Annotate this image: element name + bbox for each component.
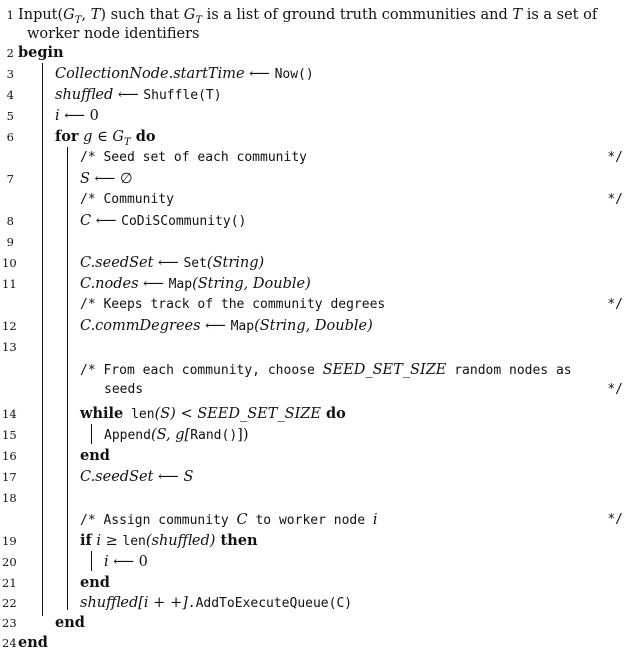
line-14: 14 while len(S) < SEED_SET_SIZE do — [0, 403, 633, 425]
line-5: 5 i ⟵ 0 — [0, 105, 633, 127]
line-number: 14 — [2, 407, 17, 421]
while-statement: while len(S) < SEED_SET_SIZE do — [80, 405, 346, 422]
line-number: 13 — [2, 340, 17, 354]
line-16: 16 end — [0, 445, 633, 467]
line-15: 15 Append(S, g[Rand()]) — [0, 424, 633, 446]
add-to-execute-queue: .AddToExecuteQueue(C) — [187, 596, 353, 611]
statement: S ⟵ ∅ — [80, 171, 133, 187]
line-10: 10 C.seedSet ⟵ Set(String) — [0, 252, 633, 274]
statement: C.seedSet ⟵ S — [80, 469, 194, 485]
input-line: 1 Input(GT, T) such that GT is a list of… — [0, 4, 633, 26]
keyword-end: end — [55, 614, 85, 631]
comment-end: */ — [607, 512, 623, 527]
comment-line: /* Assign community C to worker node i *… — [0, 509, 633, 531]
line-number: 7 — [6, 172, 14, 186]
line-number: 5 — [6, 109, 14, 123]
statement: Append(S, g[Rand()]) — [104, 427, 249, 443]
line-number: 2 — [6, 46, 14, 60]
comment-text: /* From each community, choose SEED_SET_… — [80, 362, 572, 378]
statement: C.commDegrees ⟵ Map(String, Double) — [80, 318, 373, 334]
comment-end: */ — [607, 382, 623, 397]
keyword-begin: begin — [18, 44, 64, 61]
line-number: 18 — [2, 491, 17, 505]
if-statement: if i ≥ len(shuffled) then — [80, 532, 258, 549]
line-11: 11 C.nodes ⟵ Map(String, Double) — [0, 273, 633, 295]
line-number: 20 — [2, 555, 17, 569]
comment-text: /* Community — [80, 192, 174, 207]
line-number: 9 — [6, 235, 14, 249]
comment-text: /* Seed set of each community — [80, 150, 307, 165]
line-13: 13 — [0, 336, 633, 358]
input-line-continued: worker node identifiers — [0, 23, 633, 45]
statement: shuffled[i + +].AddToExecuteQueue(C) — [80, 592, 352, 615]
if-block-bar — [91, 551, 92, 571]
comment-text: /* Keeps track of the community degrees — [80, 297, 386, 312]
input-text: Input(GT, T) such that GT is a list of g… — [18, 7, 598, 26]
line-17: 17 C.seedSet ⟵ S — [0, 466, 633, 488]
statement: CollectionNode.startTime ⟵ Now() — [55, 66, 314, 82]
comment-line: /* Community */ — [0, 189, 633, 211]
line-number: 22 — [2, 596, 17, 610]
line-18: 18 — [0, 487, 633, 509]
line-7: 7 S ⟵ ∅ — [0, 168, 633, 190]
keyword-end: end — [80, 574, 110, 591]
line-23: 23 end — [0, 612, 633, 634]
line-4: 4 shuffled ⟵ Shuffle(T) — [0, 84, 633, 106]
line-2: 2 begin — [0, 42, 633, 64]
keyword-end: end — [18, 634, 48, 651]
line-number: 24 — [2, 636, 17, 650]
statement: C ⟵ CoDiSCommunity() — [80, 213, 247, 229]
comment-line-continued: seeds */ — [0, 379, 633, 401]
line-number: 23 — [2, 616, 17, 630]
line-8: 8 C ⟵ CoDiSCommunity() — [0, 210, 633, 232]
line-number: 11 — [2, 277, 17, 291]
begin-block-bar — [42, 63, 43, 616]
comment-end: */ — [607, 192, 623, 207]
statement: shuffled ⟵ Shuffle(T) — [55, 87, 222, 103]
for-block-bar — [67, 147, 68, 610]
statement: C.nodes ⟵ Map(String, Double) — [80, 276, 311, 292]
line-number: 19 — [2, 534, 17, 548]
comment-line: /* Seed set of each community */ — [0, 147, 633, 169]
shuffled-index: shuffled[i + +] — [80, 595, 188, 611]
line-number: 15 — [2, 428, 17, 442]
line-number: 17 — [2, 470, 17, 484]
input-text-cont: worker node identifiers — [27, 26, 200, 42]
while-block-bar — [91, 424, 92, 444]
line-number: 10 — [2, 256, 17, 270]
comment-text: /* Assign community C to worker node i — [80, 512, 378, 528]
line-12: 12 C.commDegrees ⟵ Map(String, Double) — [0, 315, 633, 337]
comment-line: /* Keeps track of the community degrees … — [0, 294, 633, 316]
comment-text: seeds — [104, 382, 144, 397]
line-number: 12 — [2, 319, 17, 333]
line-number: 3 — [6, 67, 14, 81]
keyword-end: end — [80, 447, 110, 464]
line-number: 21 — [2, 576, 17, 590]
statement: i ⟵ 0 — [55, 108, 99, 124]
line-number: 16 — [2, 449, 17, 463]
line-6: 6 for g ∈ GT do — [0, 126, 633, 148]
line-number: 8 — [6, 214, 14, 228]
line-number: 1 — [6, 8, 14, 22]
line-19: 19 if i ≥ len(shuffled) then — [0, 530, 633, 552]
line-3: 3 CollectionNode.startTime ⟵ Now() — [0, 63, 633, 85]
line-number: 4 — [6, 88, 14, 102]
line-21: 21 end — [0, 572, 633, 594]
line-9: 9 — [0, 231, 633, 253]
comment-end: */ — [607, 297, 623, 312]
comment-end: */ — [607, 150, 623, 165]
for-statement: for g ∈ GT do — [55, 128, 156, 148]
statement: i ⟵ 0 — [104, 554, 148, 570]
line-20: 20 i ⟵ 0 — [0, 551, 633, 573]
line-number: 6 — [6, 130, 14, 144]
statement: C.seedSet ⟵ Set(String) — [80, 255, 265, 271]
comment-line: /* From each community, choose SEED_SET_… — [0, 359, 633, 381]
line-22: 22 shuffled[i + +].AddToExecuteQueue(C) — [0, 592, 633, 614]
